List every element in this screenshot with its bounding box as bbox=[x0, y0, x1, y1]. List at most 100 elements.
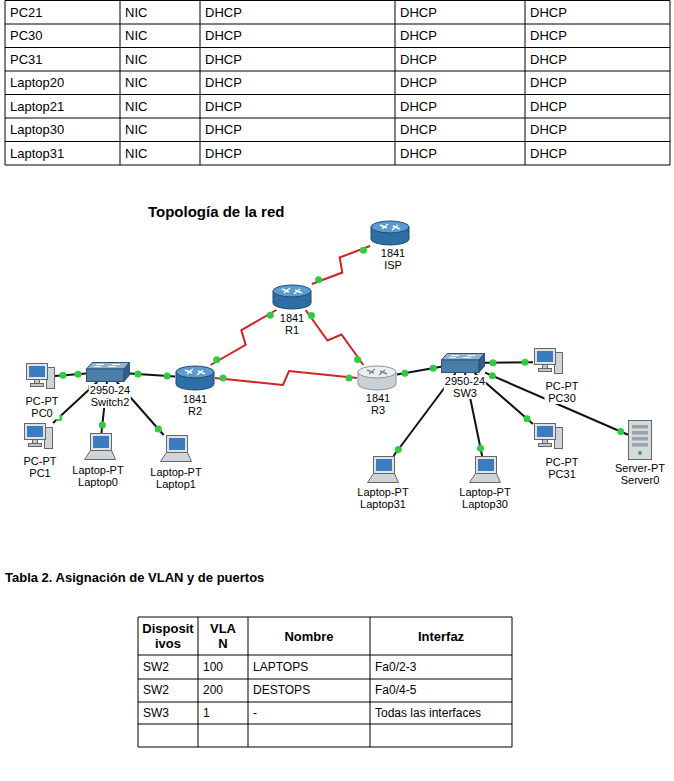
table-cell: DHCP bbox=[395, 1, 525, 25]
table-cell: PC30 bbox=[5, 24, 120, 48]
laptop-screen bbox=[376, 459, 392, 471]
laptop-lid bbox=[374, 457, 395, 474]
grid-line bbox=[395, 1, 396, 166]
device-label: 2950-24SW3 bbox=[444, 375, 486, 399]
grid-line bbox=[138, 617, 512, 618]
table-cell: DHCP bbox=[200, 142, 395, 166]
link-light bbox=[522, 359, 529, 366]
pc-device: PC-PTPC31 bbox=[533, 422, 563, 452]
pc-foot bbox=[539, 369, 552, 372]
switch-icon bbox=[441, 353, 485, 373]
laptop-base bbox=[85, 451, 116, 460]
laptop-icon bbox=[367, 456, 399, 484]
device-label: 1841ISP bbox=[380, 247, 406, 271]
table-cell: DHCP bbox=[525, 71, 670, 95]
device-label: Laptop-PTLaptop1 bbox=[149, 466, 202, 490]
serial-link bbox=[211, 310, 277, 365]
table-cell: Fa0/4-5 bbox=[370, 679, 512, 702]
device-name: R2 bbox=[182, 405, 208, 417]
table-cell: PC31 bbox=[5, 48, 120, 72]
table-cell: DHCP bbox=[525, 1, 670, 25]
device-model: 1841 bbox=[182, 393, 208, 405]
table-cell: DESTOPS bbox=[248, 679, 370, 702]
table-cell: Fa0/2-3 bbox=[370, 655, 512, 679]
grid-line bbox=[5, 94, 670, 95]
table-cell: NIC bbox=[120, 1, 200, 25]
router-icon bbox=[357, 365, 397, 391]
switch-icon bbox=[86, 362, 130, 382]
router-icon bbox=[272, 284, 312, 310]
device-name: R3 bbox=[365, 404, 391, 416]
pc-icon bbox=[23, 422, 53, 452]
device-label: PC-PTPC1 bbox=[23, 455, 58, 479]
device-name: PC1 bbox=[23, 467, 58, 479]
device-label: Laptop-PTLaptop30 bbox=[458, 486, 511, 510]
table-cell: Laptop20 bbox=[5, 71, 120, 95]
device-label: 1841R1 bbox=[279, 312, 305, 336]
table-header: Disposit ivos bbox=[138, 617, 198, 655]
server-bay bbox=[632, 437, 648, 441]
laptop-device: Laptop-PTLaptop1 bbox=[160, 435, 192, 463]
server-bay bbox=[632, 443, 648, 447]
router-device: 1841R2 bbox=[175, 365, 215, 391]
table-heading: Tabla 2. Asignación de VLAN y de puertos bbox=[5, 570, 264, 585]
device-name: Server0 bbox=[614, 474, 666, 486]
router-top bbox=[176, 366, 214, 378]
serial-link bbox=[306, 310, 364, 365]
grid-line bbox=[200, 1, 201, 166]
table-cell: NIC bbox=[120, 24, 200, 48]
link-light bbox=[315, 276, 322, 283]
grid-line bbox=[5, 165, 670, 166]
table-cell: DHCP bbox=[395, 24, 525, 48]
grid-line bbox=[5, 71, 670, 72]
router-device: 1841R3 bbox=[357, 365, 397, 391]
ethernet-link bbox=[485, 373, 628, 435]
pc-screen bbox=[29, 366, 45, 377]
link-light bbox=[59, 372, 66, 379]
pc-foot bbox=[31, 384, 44, 387]
table-cell: PC21 bbox=[5, 1, 120, 25]
table-cell: NIC bbox=[120, 71, 200, 95]
grid-line bbox=[5, 118, 670, 119]
server-led bbox=[638, 451, 642, 455]
device-name: PC30 bbox=[545, 392, 580, 404]
table-cell: DHCP bbox=[395, 142, 525, 166]
link-light bbox=[617, 428, 624, 435]
switch-side bbox=[124, 363, 130, 382]
link-light bbox=[99, 422, 106, 429]
device-name: ISP bbox=[380, 259, 406, 271]
link-light bbox=[360, 247, 367, 254]
grid-line bbox=[5, 0, 670, 1]
device-model: Laptop-PT bbox=[356, 486, 409, 498]
link-light bbox=[489, 359, 496, 366]
table-cell: NIC bbox=[120, 95, 200, 119]
device-model: Laptop-PT bbox=[149, 466, 202, 478]
table-cell: DHCP bbox=[395, 118, 525, 142]
device-model: PC-PT bbox=[25, 395, 60, 407]
grid-line bbox=[198, 617, 199, 747]
link-light bbox=[354, 356, 361, 363]
laptop-device: Laptop-PTLaptop31 bbox=[367, 456, 399, 484]
link-light bbox=[395, 446, 402, 453]
router-device: 1841ISP bbox=[370, 220, 410, 246]
device-model: 2950-24 bbox=[89, 384, 131, 396]
device-label: PC-PTPC31 bbox=[545, 456, 580, 480]
switch-device: 2950-24Switch2 bbox=[86, 362, 130, 382]
table-cell: DHCP bbox=[200, 95, 395, 119]
table-cell: DHCP bbox=[200, 1, 395, 25]
grid-line bbox=[525, 1, 526, 166]
grid-line bbox=[138, 724, 512, 725]
link-group bbox=[312, 246, 370, 284]
grid-line bbox=[670, 1, 671, 166]
serial-link bbox=[215, 371, 357, 385]
table-cell: DHCP bbox=[395, 48, 525, 72]
laptop-lid bbox=[91, 434, 112, 451]
pc-foot bbox=[539, 444, 552, 447]
device-label: PC-PTPC30 bbox=[545, 380, 580, 404]
laptop-base bbox=[470, 474, 501, 483]
pc-monitor bbox=[25, 424, 46, 440]
device-label: 2950-24Switch2 bbox=[89, 384, 131, 408]
laptop-screen bbox=[478, 459, 494, 471]
table-cell: DHCP bbox=[525, 118, 670, 142]
table-cell: NIC bbox=[120, 118, 200, 142]
